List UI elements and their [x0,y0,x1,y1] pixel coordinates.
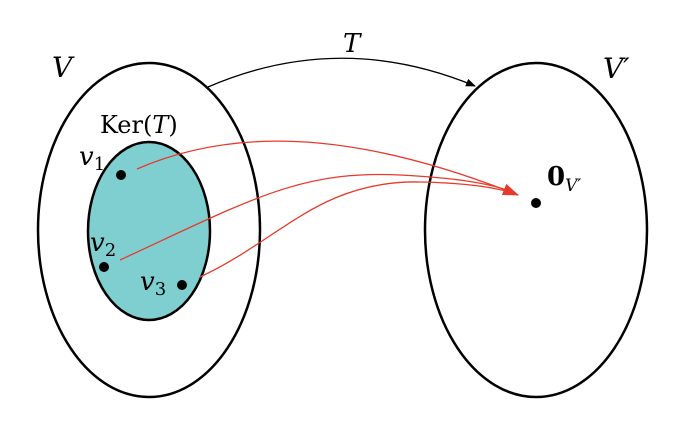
v1-label: v1 [79,142,105,175]
v2-label: v2 [90,228,116,261]
map-arrow [207,57,476,88]
point-v1 [116,170,126,180]
zero-vector-label: 0V′ [547,162,581,196]
codomain-space-label: V′ [603,52,630,85]
point-zero [531,198,541,208]
mapping-arrow-v3 [199,181,519,278]
kernel-label: Ker(T) [100,111,178,139]
codomain-space-ellipse [423,61,649,399]
v3-label: v3 [140,267,166,300]
mapping-arrow-v2 [119,173,519,261]
mapping-arrow-v1 [136,140,519,196]
kernel-ellipse [86,140,212,322]
domain-space-label: V [52,51,75,84]
point-v3 [177,280,187,290]
point-v2 [99,262,109,272]
map-label: T [343,29,362,59]
domain-space-ellipse [36,61,262,399]
